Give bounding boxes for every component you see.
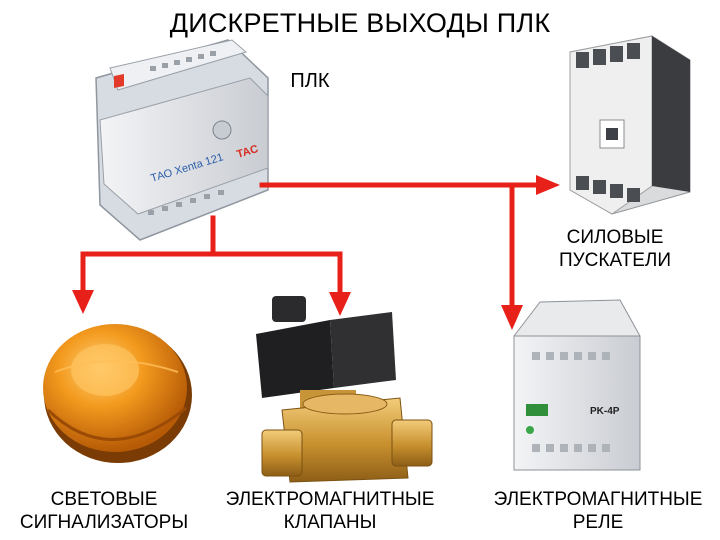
arrow-head-relay: [501, 305, 523, 330]
wiring-lines: [80, 182, 541, 310]
relay-label: ЭЛЕКТРОМАГНИТНЫЕ РЕЛЕ: [478, 488, 718, 534]
starter-label-line2: ПУСКАТЕЛИ: [558, 250, 672, 271]
signal-lamp-icon: [43, 324, 192, 463]
contactor-icon: [569, 35, 691, 215]
solenoid-valve-icon: [256, 296, 433, 483]
valve-label-line1: ЭЛЕКТРОМАГНИТНЫЕ: [225, 489, 435, 510]
page-title: ДИСКРЕТНЫЕ ВЫХОДЫ ПЛК: [169, 8, 551, 38]
starter-label-line1: СИЛОВЫЕ: [566, 227, 664, 248]
light-label-line2: СИГНАЛИЗАТОРЫ: [19, 512, 189, 533]
valve-label-line2: КЛАПАНЫ: [283, 512, 377, 533]
arrow-head-contactor: [536, 175, 560, 195]
plc-label: ПЛК: [280, 70, 340, 93]
starter-label: СИЛОВЫЕ ПУСКАТЕЛИ: [540, 226, 690, 272]
light-label-line1: СВЕТОВЫЕ: [50, 489, 158, 510]
arrow-head-valve: [329, 292, 351, 316]
relay-module-icon: PK-4P: [513, 299, 641, 471]
relay-model-text: PK-4P: [590, 406, 620, 417]
relay-label-line1: ЭЛЕКТРОМАГНИТНЫЕ: [493, 489, 703, 510]
light-label: СВЕТОВЫЕ СИГНАЛИЗАТОРЫ: [8, 488, 200, 534]
valve-label: ЭЛЕКТРОМАГНИТНЫЕ КЛАПАНЫ: [210, 488, 450, 534]
plc-device-icon: ТАО Xenta 121 TAC: [95, 39, 269, 241]
arrow-head-lamp: [72, 290, 94, 314]
relay-label-line2: РЕЛЕ: [572, 512, 624, 533]
plc-label-text: ПЛК: [290, 70, 330, 92]
